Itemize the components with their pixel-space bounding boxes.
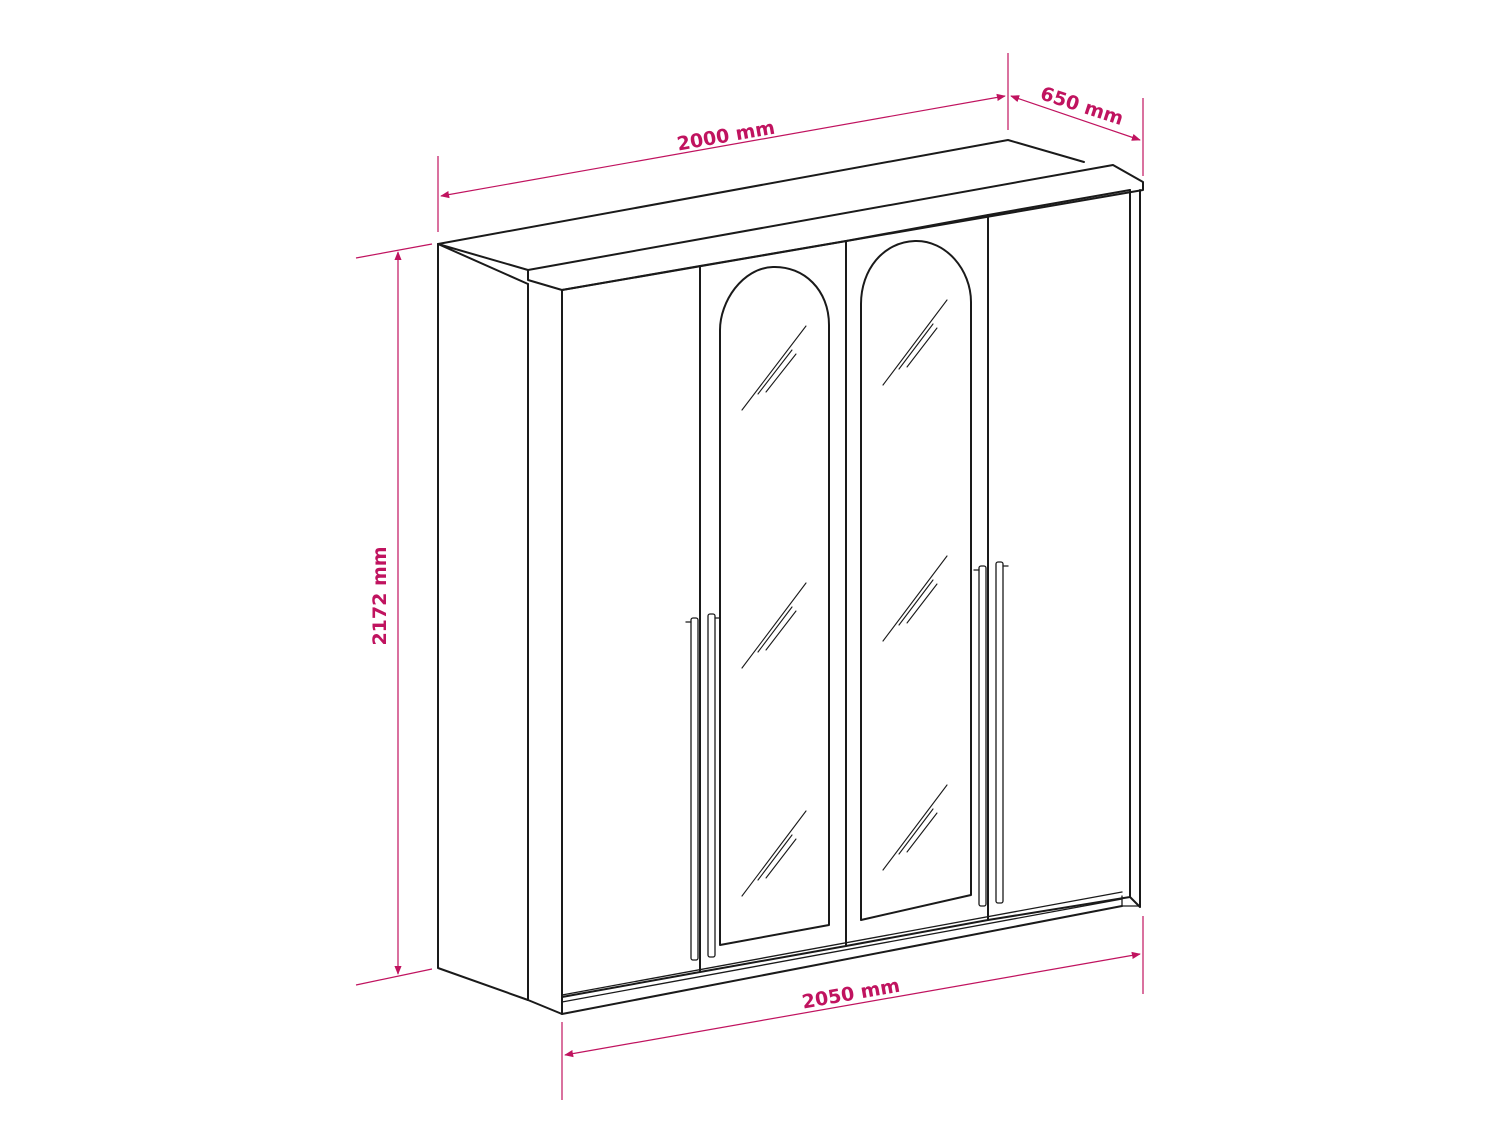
top-surface xyxy=(437,139,1085,245)
label-height: 2172 mm xyxy=(369,546,391,645)
mirrors xyxy=(719,239,972,946)
label-top-width: 2000 mm xyxy=(675,117,776,156)
door-2-mirror xyxy=(699,240,847,973)
door-3-handle xyxy=(978,565,987,907)
dimension-line-bottom-width xyxy=(564,951,1141,1058)
dimension-labels: 2000 mm 650 mm 2172 mm 2050 mm xyxy=(369,83,1126,1014)
wardrobe-body xyxy=(437,139,1144,1015)
crown-molding xyxy=(527,164,1144,291)
door-2-handle xyxy=(707,613,716,958)
door-1 xyxy=(561,265,701,998)
glass-reflections xyxy=(741,299,948,897)
mirror-right xyxy=(860,239,972,921)
mirror-left xyxy=(719,265,830,946)
doors xyxy=(561,189,1131,998)
door-1-handle xyxy=(690,617,699,961)
front-post-right xyxy=(1129,189,1141,908)
side-panel xyxy=(437,243,529,1001)
dimension-line-depth xyxy=(1010,95,1141,141)
door-4-handle xyxy=(995,561,1004,904)
dimension-lines xyxy=(355,53,1144,1100)
label-bottom-width: 2050 mm xyxy=(800,975,901,1014)
door-3-mirror xyxy=(845,214,989,947)
door-4 xyxy=(987,189,1131,921)
label-depth: 650 mm xyxy=(1038,83,1126,130)
dimension-line-top-width xyxy=(440,93,1006,199)
front-post-left xyxy=(527,283,563,1015)
